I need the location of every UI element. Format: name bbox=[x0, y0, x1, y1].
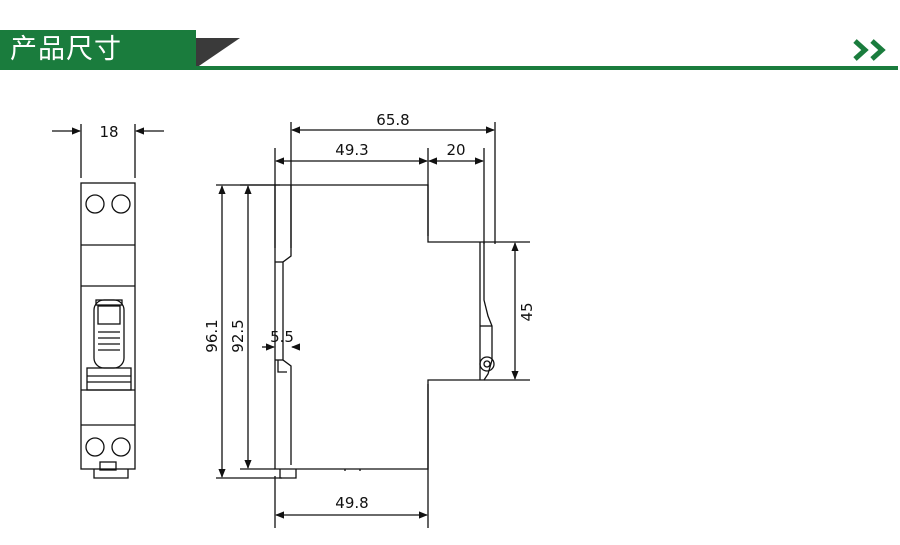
dim-front-width-label: 18 bbox=[99, 123, 118, 141]
section-header-tab: 产品尺寸 bbox=[0, 30, 196, 70]
header-slant-decoration bbox=[196, 38, 240, 68]
front-width-dimension bbox=[52, 124, 164, 178]
dim-rail-offset-label: 5.5 bbox=[270, 328, 294, 346]
side-view bbox=[274, 184, 495, 479]
dim-front-height-label: 45 bbox=[518, 302, 536, 321]
dim-body-height-label: 92.5 bbox=[229, 319, 247, 352]
double-chevron-right-icon[interactable] bbox=[852, 38, 896, 62]
dim-overall-height-label: 96.1 bbox=[203, 319, 221, 352]
dim-overall-depth-label: 65.8 bbox=[376, 111, 409, 129]
side-extension-lines bbox=[216, 122, 530, 528]
dim-body-depth-label: 49.3 bbox=[335, 141, 368, 159]
front-view bbox=[80, 182, 136, 479]
dim-front-depth-label: 20 bbox=[446, 141, 465, 159]
section-title: 产品尺寸 bbox=[10, 34, 122, 65]
dim-base-depth-label: 49.8 bbox=[335, 494, 368, 512]
header-underline bbox=[196, 66, 898, 70]
side-dimension-lines bbox=[218, 126, 519, 519]
